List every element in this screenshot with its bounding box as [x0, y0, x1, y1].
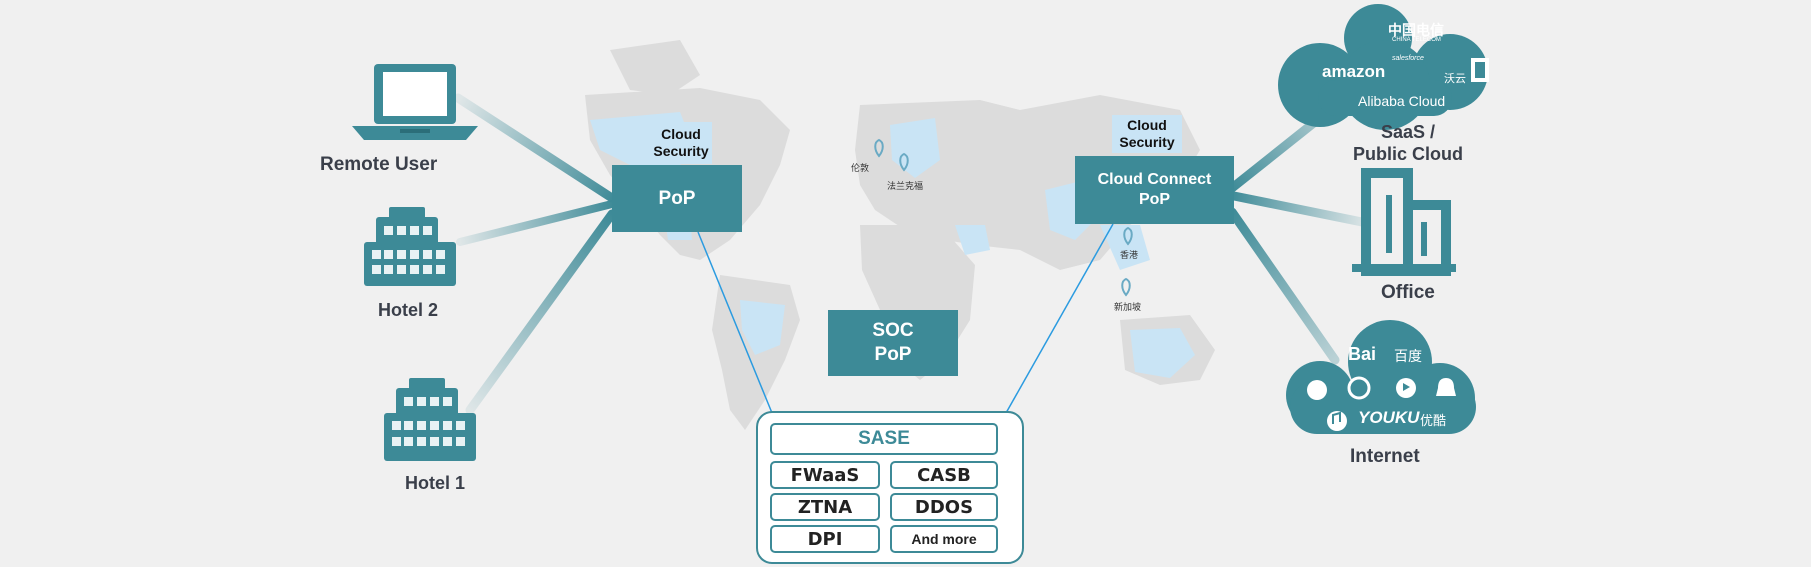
- office-app-icon: [1471, 58, 1489, 82]
- map-pin-label: 伦敦: [851, 164, 870, 174]
- cloud-security-tag-right: Cloud Security: [1112, 115, 1182, 153]
- hotel1-building-icon: [384, 378, 476, 461]
- internet-app-icons: [1307, 376, 1456, 431]
- saas-public-cloud-label: SaaS / Public Cloud: [1353, 122, 1463, 164]
- saas-cloud-icon: [1278, 4, 1488, 130]
- link-cloud-pop-sase: [1005, 223, 1114, 414]
- map-pins: [874, 138, 1133, 297]
- sase-item-ddos: DDOS: [890, 493, 998, 521]
- link-pop-sase: [697, 231, 773, 414]
- pop-node: PoP: [612, 165, 742, 232]
- salesforce-logo: salesforce: [1392, 55, 1424, 62]
- youku-cn-logo: 优酷: [1420, 413, 1447, 428]
- internet-label: Internet: [1350, 446, 1420, 467]
- china-telecom-logo: 中国电信: [1388, 22, 1444, 38]
- map-pin-label: 法兰克福: [887, 182, 924, 192]
- amazon-logo: amazon: [1322, 62, 1386, 81]
- link-internet: [1227, 207, 1340, 365]
- link-office: [1229, 191, 1367, 227]
- remote-user-label: Remote User: [320, 154, 438, 175]
- baidu-cn-logo: 百度: [1394, 348, 1422, 364]
- sase-item-dpi: DPI: [770, 525, 880, 553]
- sase-item-ztna: ZTNA: [770, 493, 880, 521]
- soc-pop-node: SOC PoP: [828, 310, 958, 376]
- link-hotel1: [465, 209, 617, 415]
- china-telecom-en: CHINA TELECOM: [1392, 37, 1441, 43]
- woyun-logo: 沃云: [1444, 73, 1466, 85]
- sase-title: SASE: [770, 423, 998, 455]
- sase-item-fwaas: FWaaS: [770, 461, 880, 489]
- hotel1-label: Hotel 1: [405, 473, 466, 493]
- sase-item-and-more: And more: [890, 525, 998, 553]
- laptop-icon: [352, 64, 478, 140]
- map-pin-label: 新加坡: [1114, 303, 1142, 313]
- office-building-icon: [1352, 168, 1456, 276]
- office-label: Office: [1381, 282, 1435, 303]
- alibaba-cloud-logo: Alibaba Cloud: [1358, 93, 1446, 109]
- hotel2-label: Hotel 2: [378, 300, 439, 320]
- baidu-logo: Bai: [1348, 344, 1377, 364]
- cloud-security-tag-left: Cloud Security: [650, 122, 712, 164]
- link-hotel2: [456, 200, 616, 246]
- sase-item-casb: CASB: [890, 461, 998, 489]
- link-remote-user: [453, 93, 617, 203]
- map-pin-label: 香港: [1120, 251, 1139, 261]
- youku-logo: YOUKU: [1358, 408, 1420, 427]
- cloud-connect-pop-node: Cloud Connect PoP: [1075, 156, 1234, 224]
- sase-panel: SASE FWaaS CASB ZTNA DDOS DPI And more: [756, 411, 1024, 564]
- hotel2-building-icon: [364, 207, 456, 286]
